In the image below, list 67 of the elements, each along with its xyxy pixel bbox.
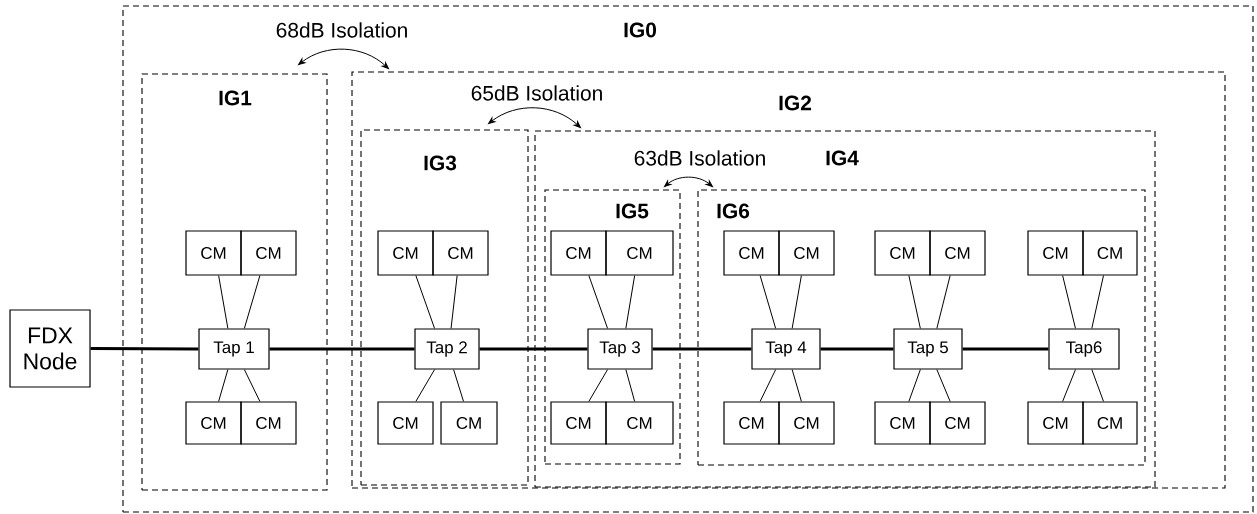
connection-line [415,275,436,329]
cm-box: CM [874,230,931,276]
tap-box: Tap 5 [893,328,963,370]
connection-line [791,369,802,402]
cm-box: CM [377,230,434,276]
connection-line [759,275,777,329]
connection-line [218,369,229,402]
edge-label: 63dB Isolation [634,150,765,166]
cable-line [962,347,1049,351]
cm-box: CM [240,401,297,445]
cm-box: CM [185,230,242,276]
connection-line [588,369,609,402]
connection-line [625,369,636,402]
connection-line [1091,369,1104,402]
cable-line [652,347,752,351]
cm-box: CM [778,401,835,445]
edge-label: 68dB Isolation [276,22,407,38]
connection-line [1091,275,1104,329]
isolation-arrow [298,48,389,69]
connection-line [1062,369,1076,402]
tap-box: Tap 1 [198,328,270,370]
cm-box: CM [605,230,674,276]
cm-box: CM [778,230,835,276]
cable-line [90,347,199,351]
connection-line [453,369,464,402]
tap-box: Tap6 [1048,328,1120,370]
cm-box: CM [874,401,931,445]
connection-line [588,275,609,329]
connection-line [243,369,261,402]
cm-box: CM [550,401,607,445]
cm-box: CM [1082,401,1138,445]
tap-box: Tap 3 [587,328,653,370]
connection-line [625,275,636,329]
connection-line [908,369,921,402]
connection-line [936,275,951,329]
connection-line [1062,275,1076,329]
cm-box: CM [605,401,674,445]
cm-box: CM [723,230,780,276]
tap-box: Tap 2 [414,328,480,370]
connection-line [415,369,436,402]
tap-box: Tap 4 [751,328,821,370]
connection-line [936,369,951,402]
cm-box: CM [240,230,297,276]
isolation-arrow [488,107,581,128]
cm-box: CM [432,230,489,276]
isolation-arrow [664,176,713,188]
connection-line [908,275,921,329]
node-box: FDX Node [9,309,91,388]
connection-line [450,275,458,329]
cm-box: CM [440,401,498,445]
cm-box: CM [1027,401,1084,445]
cm-box: CM [929,401,986,445]
cm-box: CM [550,230,607,276]
cm-box: CM [929,230,986,276]
cable-line [269,347,415,351]
edge-label: 65dB Isolation [471,85,602,101]
cm-box: CM [1027,230,1084,276]
cm-box: CM [185,401,242,445]
cable-line [479,347,588,351]
connection-line [791,275,802,329]
cm-box: CM [1082,230,1138,276]
connection-line [759,369,777,402]
connection-line [218,275,229,329]
cable-line [820,347,894,351]
connection-line [243,275,261,329]
cm-box: CM [723,401,780,445]
cm-box: CM [377,401,434,445]
